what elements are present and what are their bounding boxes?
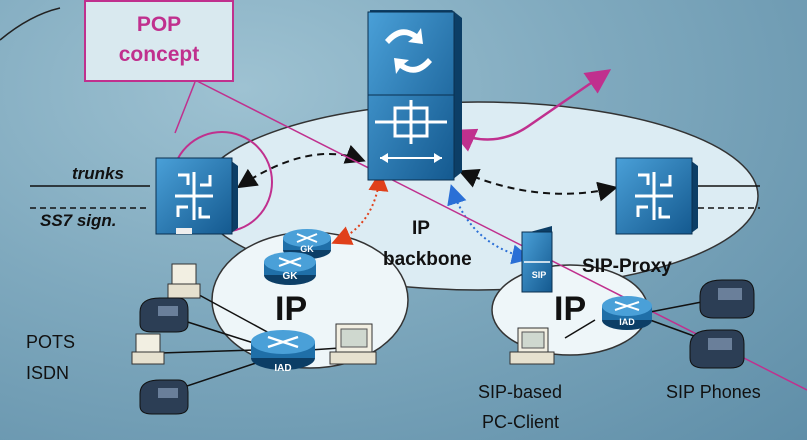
iad-tag: IAD <box>619 317 635 327</box>
link-core-sip-proxy <box>447 184 532 265</box>
sip-proxy-label: SIP-Proxy <box>582 256 672 277</box>
pop-callout-line <box>174 81 196 134</box>
line-pc-iad <box>189 289 283 341</box>
phone-icon <box>139 379 189 415</box>
ip-backbone-label-1: IP <box>412 218 430 239</box>
phone-icon <box>139 297 189 333</box>
core-switch-icon <box>367 10 462 181</box>
iad-router-icon <box>251 330 315 370</box>
line-phone-iad <box>174 317 261 346</box>
sip-client-label-2: PC-Client <box>482 412 560 432</box>
phone-icon <box>699 279 755 319</box>
sip-phones-label: SIP Phones <box>666 382 761 402</box>
pop-line-1: POP <box>136 13 182 36</box>
line-pc2-iad <box>159 349 256 354</box>
right-switch-icon <box>615 157 698 235</box>
ip-backbone-label-2: backbone <box>383 249 472 270</box>
gk-tag: GK <box>300 244 314 254</box>
pc-icon <box>329 323 377 365</box>
iad-router-icon <box>602 296 652 330</box>
link-core-right-switch <box>458 169 618 202</box>
pc-icon <box>131 333 165 365</box>
gk-tag: GK <box>283 271 299 282</box>
pop-line-2: concept <box>118 43 200 66</box>
phone-icon <box>689 329 745 369</box>
pc-icon <box>167 263 201 299</box>
link-core-gk <box>331 171 389 245</box>
sip-tag: SIP <box>532 270 547 280</box>
line-pc-iad-right <box>564 319 596 339</box>
gk-router-icon <box>283 229 331 259</box>
border-curve <box>0 7 61 41</box>
link-left-switch-core <box>236 144 366 189</box>
pots-label: POTS <box>26 332 76 352</box>
trunks-label: trunks <box>72 164 124 183</box>
pc-icon <box>509 327 555 365</box>
ip-left-label: IP <box>275 290 308 328</box>
iad-tag: IAD <box>274 363 291 374</box>
magenta-core-arrow <box>450 69 612 152</box>
pop-concept-box: POP concept <box>84 0 234 82</box>
left-switch-icon <box>155 157 238 235</box>
gk-router-icon <box>264 252 316 285</box>
isdn-label: ISDN <box>26 363 70 383</box>
sip-client-label-1: SIP-based <box>478 382 563 402</box>
ip-right-label: IP <box>554 290 587 328</box>
sip-proxy-server-icon <box>521 226 553 293</box>
ss7-label: SS7 sign. <box>40 211 117 230</box>
